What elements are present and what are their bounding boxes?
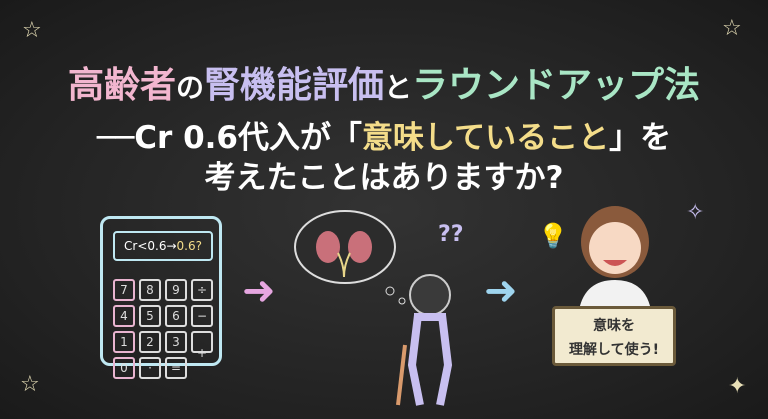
- key: 0: [113, 357, 135, 379]
- calculator-illustration: Cr<0.6→0.6? 7 8 9 ÷ 4 5 6 − 1 2 3 + 0 · …: [100, 216, 222, 379]
- star-icon: ☆: [722, 16, 742, 41]
- key: =: [165, 357, 187, 379]
- title-seg: と: [384, 71, 413, 104]
- key: ÷: [191, 279, 213, 301]
- key: 9: [165, 279, 187, 301]
- sign-line: 意味を: [593, 318, 635, 334]
- lightbulb-icon: 💡: [538, 222, 568, 250]
- title-seg: 腎機能評価: [203, 65, 384, 106]
- key: 5: [139, 305, 161, 327]
- key: 2: [139, 331, 161, 353]
- star-icon: ✦: [728, 374, 747, 399]
- subtitle-line2: 考えたことはありますか?: [204, 160, 564, 196]
- main-title: 高齢者の腎機能評価とラウンドアップ法: [0, 56, 768, 108]
- key: 1: [113, 331, 135, 353]
- sign-line: 理解して使う!: [569, 342, 659, 358]
- subtitle-seg: 「: [331, 120, 362, 156]
- arrow-right-icon: ➜: [484, 268, 518, 314]
- display-text: Cr<0.6→: [124, 239, 177, 253]
- title-seg: 高齢者: [67, 65, 176, 106]
- key: −: [191, 305, 213, 327]
- key: +: [191, 331, 213, 360]
- key: 6: [165, 305, 187, 327]
- calculator-keys: 7 8 9 ÷ 4 5 6 − 1 2 3 + 0 · =: [113, 279, 213, 379]
- sign-board: 意味を理解して使う!: [552, 306, 676, 366]
- key: 7: [113, 279, 135, 301]
- subtitle-seg: を: [640, 120, 672, 156]
- elderly-person-thinking-illustration: [294, 210, 453, 406]
- key: ·: [139, 357, 161, 379]
- subtitle-highlight: 意味していること: [362, 120, 610, 156]
- key: 8: [139, 279, 161, 301]
- subtitle-seg: ──Cr 0.6代入が: [96, 120, 331, 156]
- subtitle-line1: ──Cr 0.6代入が「意味していること」を: [0, 112, 768, 157]
- sparkle-icon: ✧: [686, 200, 705, 225]
- key: 3: [165, 331, 187, 353]
- doctor-illustration: [579, 206, 651, 310]
- star-icon: ☆: [20, 372, 40, 397]
- calculator-display: Cr<0.6→0.6?: [113, 231, 213, 261]
- arrow-right-icon: ➜: [242, 268, 276, 314]
- question-marks: ??: [438, 222, 464, 247]
- subtitle-seg: 」: [609, 120, 641, 156]
- key: 4: [113, 305, 135, 327]
- display-result: 0.6?: [176, 239, 202, 253]
- title-seg: ラウンドアップ法: [412, 65, 701, 106]
- star-icon: ☆: [22, 18, 42, 43]
- title-seg: の: [175, 71, 204, 104]
